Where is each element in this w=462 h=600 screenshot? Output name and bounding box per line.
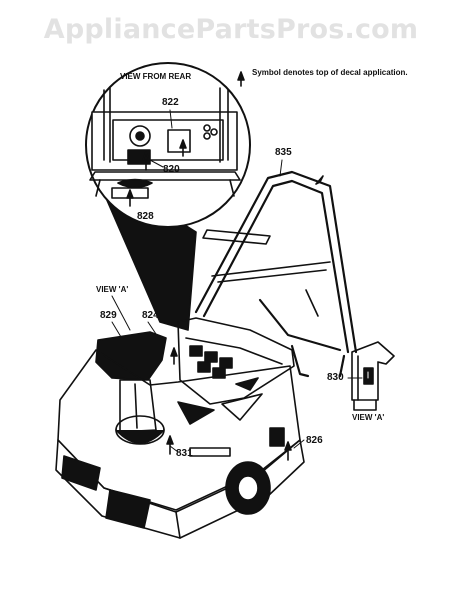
part-label-826: 826 bbox=[306, 435, 323, 446]
handle-assembly bbox=[194, 170, 358, 378]
part-label-829: 829 bbox=[100, 310, 117, 321]
part-label-831: 831 bbox=[176, 448, 193, 459]
decal-symbol-note: Symbol denotes top of decal application. bbox=[252, 68, 408, 77]
watermark-logo: AppliancePartsPros.com bbox=[43, 14, 419, 45]
inset-title: VIEW FROM REAR bbox=[120, 72, 192, 81]
view-a-callout: VIEW 'A' bbox=[96, 285, 129, 294]
discharge-chute bbox=[95, 331, 167, 433]
part-label-820: 820 bbox=[163, 164, 180, 175]
inset-rear-view bbox=[89, 87, 241, 199]
control-panel bbox=[177, 317, 295, 405]
leader-lines bbox=[111, 159, 363, 453]
part-label-835: 835 bbox=[275, 147, 292, 158]
part-label-828: 828 bbox=[137, 211, 154, 222]
view-a-detail bbox=[351, 341, 395, 411]
part-label-824: 824 bbox=[142, 310, 159, 321]
part-label-822: 822 bbox=[162, 97, 179, 108]
wheels bbox=[61, 455, 271, 529]
part-label-830: 830 bbox=[327, 372, 344, 383]
view-a-detail-label: VIEW 'A' bbox=[352, 413, 385, 422]
inset-decal-arrows bbox=[126, 139, 187, 207]
body-decal-arrows bbox=[166, 71, 292, 461]
